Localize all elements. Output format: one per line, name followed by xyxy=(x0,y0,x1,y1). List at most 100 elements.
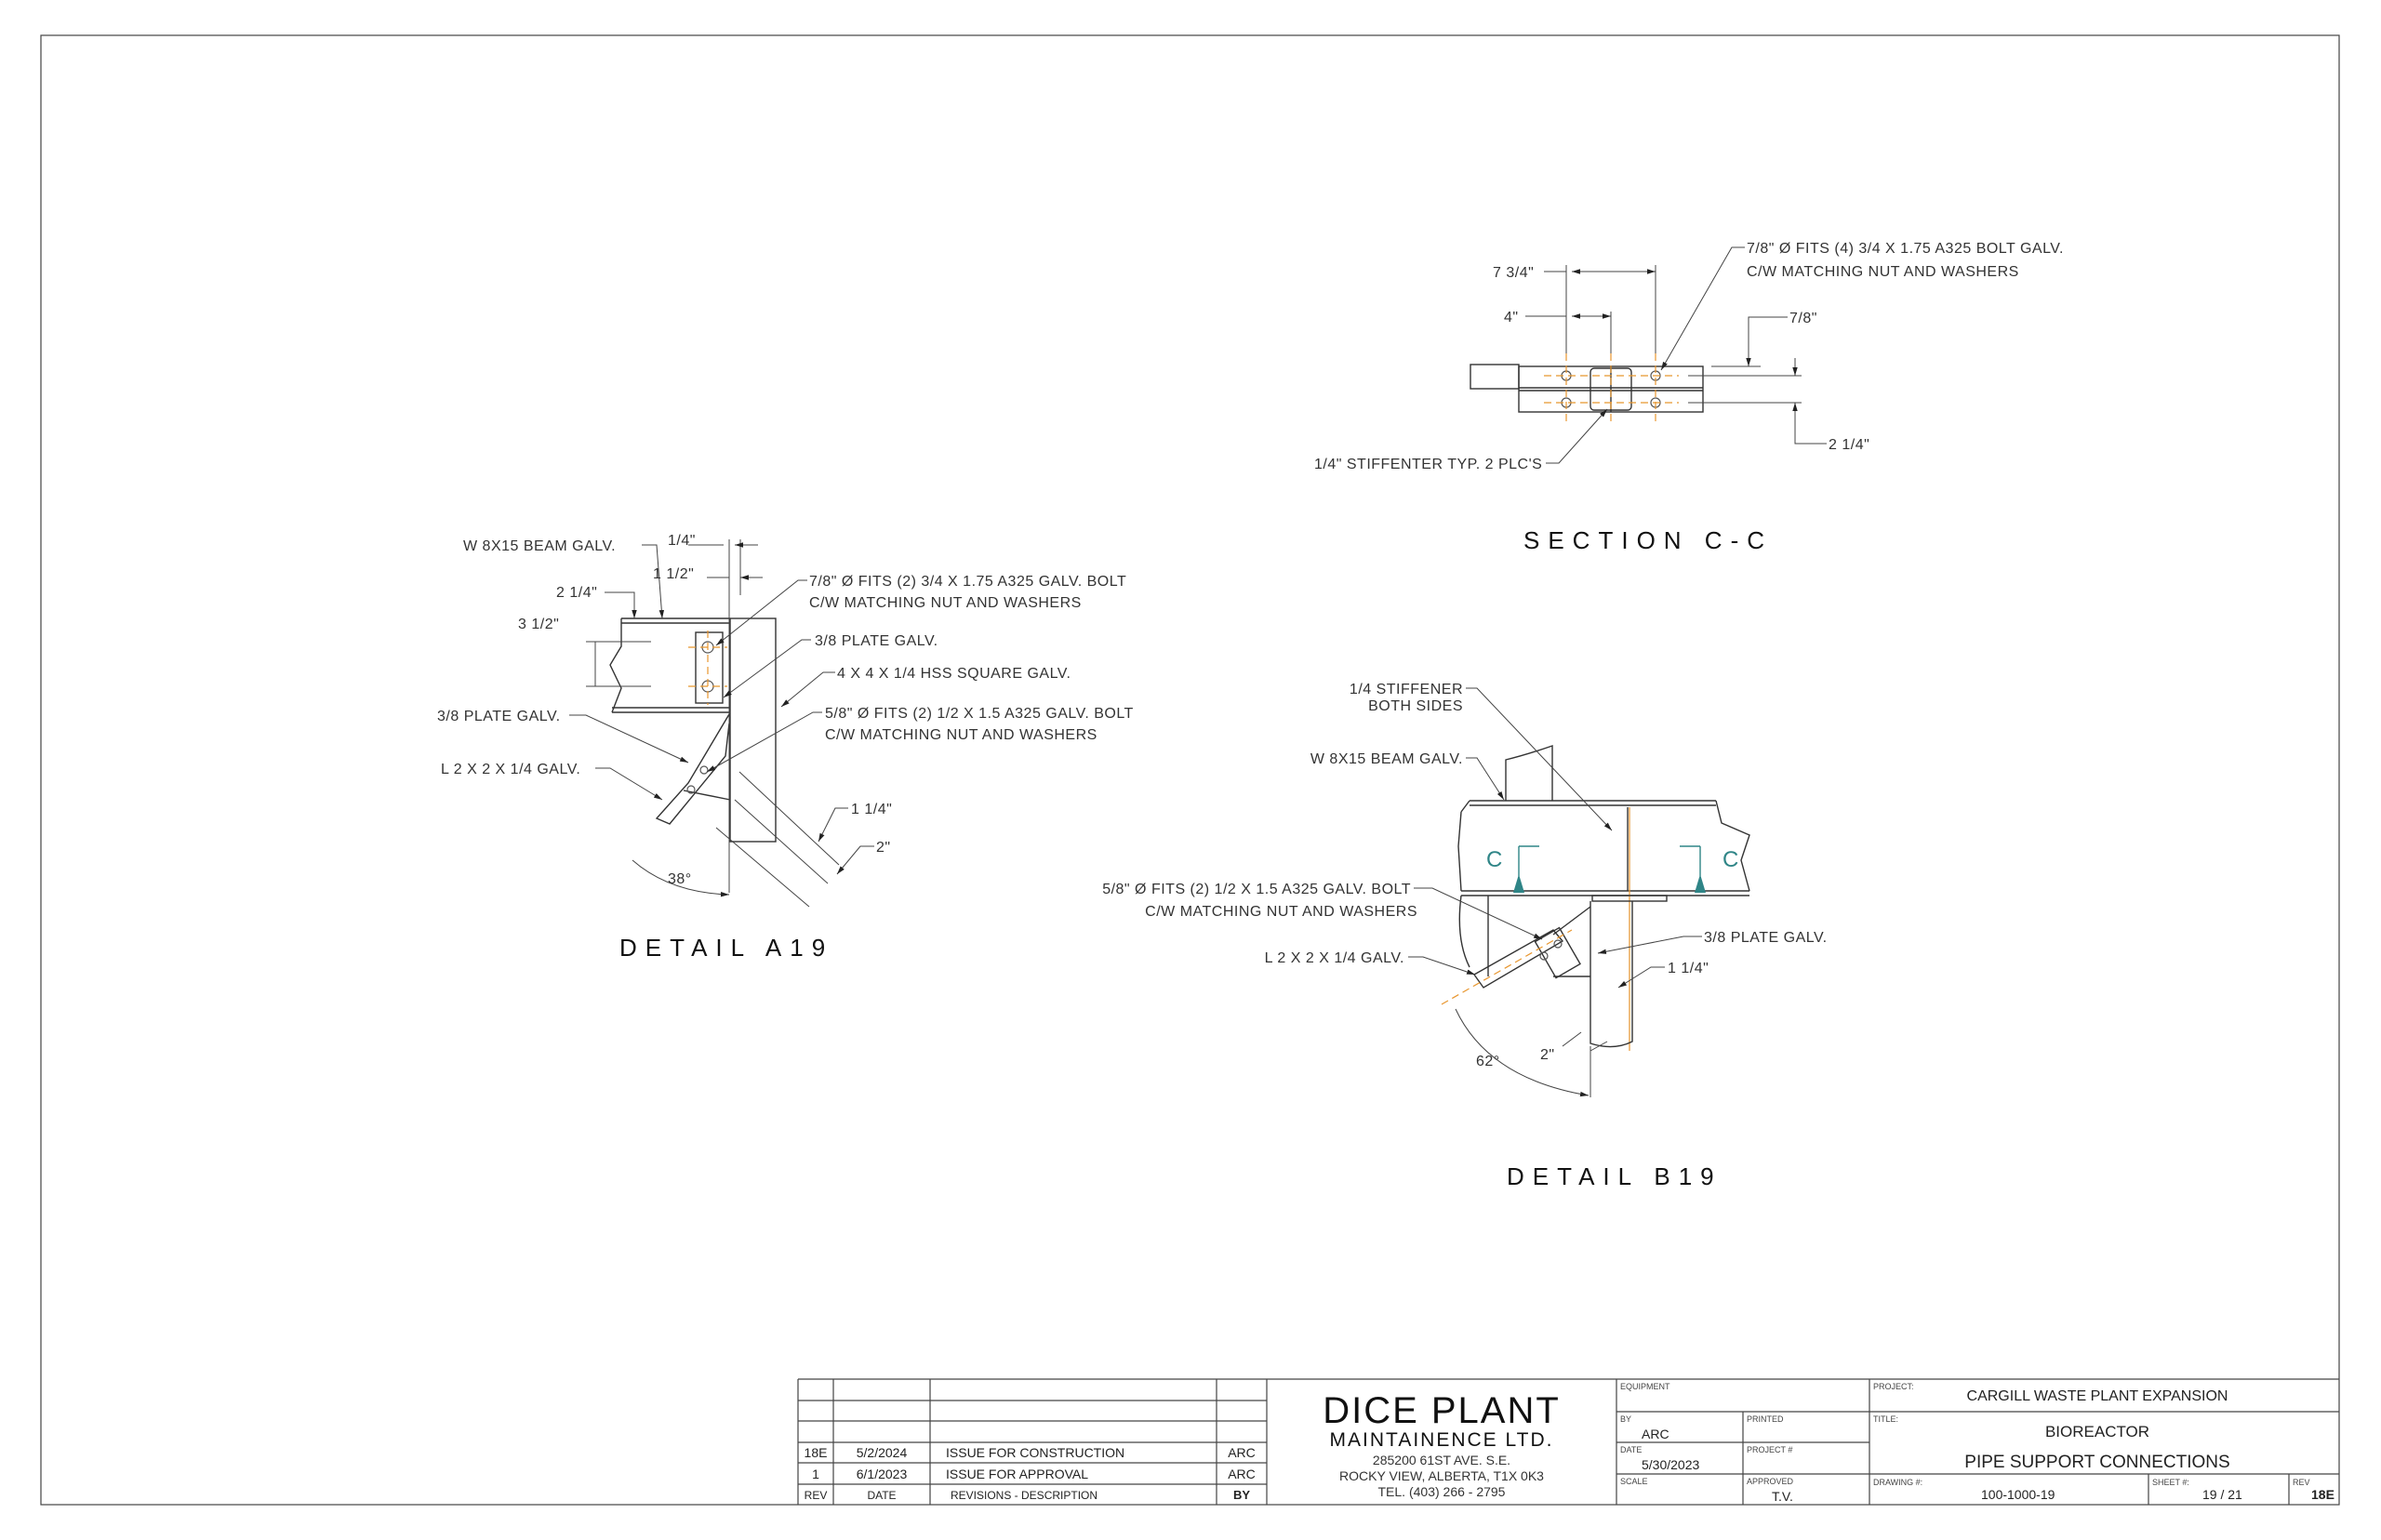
angle-label: 38° xyxy=(668,871,692,887)
label-plate: 3/8 PLATE GALV. xyxy=(815,633,938,649)
column-stub xyxy=(1590,901,1633,1048)
company-phone: TEL. (403) 266 - 2795 xyxy=(1378,1484,1506,1499)
company-logo: DICE PLANT MAINTAINENCE LTD. 285200 61ST… xyxy=(1323,1390,1559,1499)
equipment-label: EQUIPMENT xyxy=(1620,1382,1670,1391)
beam-break-line xyxy=(609,618,622,713)
title-line-2: PIPE SUPPORT CONNECTIONS xyxy=(1964,1453,2229,1472)
brace-lines xyxy=(1458,895,1591,977)
company-city: ROCKY VIEW, ALBERTA, T1X 0K3 xyxy=(1339,1468,1544,1483)
leader xyxy=(642,544,665,619)
label-bolt-top-2: C/W MATCHING NUT AND WASHERS xyxy=(809,595,1082,611)
bolt-hole xyxy=(686,785,696,794)
centerlines xyxy=(1544,353,1679,423)
label-bolt-2: C/W MATCHING NUT AND WASHERS xyxy=(1747,264,2019,280)
header-by: BY xyxy=(1233,1488,1250,1502)
printed-label: PRINTED xyxy=(1747,1414,1784,1424)
sheet-value: 19 / 21 xyxy=(2202,1487,2242,1502)
beam-break-lines xyxy=(1457,800,1750,892)
angle-arc xyxy=(1455,1008,1590,1097)
title-block-grid xyxy=(797,1378,2339,1505)
label-beam: W 8X15 BEAM GALV. xyxy=(1310,751,1463,767)
section-cc: 7 3/4" 4" 7/8" Ø FITS (4) 3/4 X 1.75 A32… xyxy=(1314,241,2063,554)
date-value: 5/30/2023 xyxy=(1642,1457,1699,1472)
leader xyxy=(1597,936,1702,954)
header-date: DATE xyxy=(867,1489,896,1502)
leader xyxy=(1660,246,1745,371)
label-stiffener-2: BOTH SIDES xyxy=(1368,698,1463,714)
centerlines xyxy=(688,631,727,705)
project-value: CARGILL WASTE PLANT EXPANSION xyxy=(1967,1388,2228,1404)
approved-value: T.V. xyxy=(1772,1489,1793,1504)
label-plate-left: 3/8 PLATE GALV. xyxy=(437,709,561,724)
bolt-hole xyxy=(1553,939,1563,949)
cap-plate xyxy=(1591,895,1668,902)
scale-label: SCALE xyxy=(1620,1477,1648,1486)
extension-lines xyxy=(1688,365,1802,404)
dim-3-1-2 xyxy=(586,641,651,687)
brace-centerline xyxy=(1441,929,1573,1005)
bolt-hole xyxy=(1539,951,1549,961)
revision-row: 18E 5/2/2024 ISSUE FOR CONSTRUCTION ARC xyxy=(805,1445,1256,1460)
dim-label: 2" xyxy=(1540,1047,1555,1063)
rev-value: 18E xyxy=(2311,1487,2334,1502)
leader xyxy=(1466,757,1505,801)
title-block: 18E 5/2/2024 ISSUE FOR CONSTRUCTION ARC … xyxy=(797,1378,2339,1505)
beam-stub xyxy=(1470,364,1520,390)
dim-label: 1 1/4" xyxy=(1668,961,1709,976)
dim-label: 2" xyxy=(876,840,891,856)
angle-arc xyxy=(632,859,730,897)
label-stiffener: 1/4" STIFFENTER TYP. 2 PLC'S xyxy=(1314,457,1542,472)
drawing-number-value: 100-1000-19 xyxy=(1981,1487,2055,1502)
revision-row: 1 6/1/2023 ISSUE FOR APPROVAL ARC xyxy=(812,1467,1256,1481)
dim-label: 2 1/4" xyxy=(556,585,597,601)
rev-cell: 1 xyxy=(812,1467,819,1481)
description-cell: ISSUE FOR CONSTRUCTION xyxy=(946,1445,1124,1460)
label-plate: 3/8 PLATE GALV. xyxy=(1704,930,1828,946)
leader xyxy=(1792,403,1827,445)
label-angle: L 2 X 2 X 1/4 GALV. xyxy=(1265,950,1404,966)
revision-header: REV DATE REVISIONS - DESCRIPTION BY xyxy=(805,1488,1251,1502)
approved-label: APPROVED xyxy=(1747,1477,1794,1486)
beam-flanges xyxy=(1461,800,1749,896)
dim-label: 1 1/4" xyxy=(851,802,892,817)
leader xyxy=(723,639,811,698)
project-number-label: PROJECT # xyxy=(1747,1445,1792,1454)
detail-b19: 1/4 STIFFENER BOTH SIDES W 8X15 BEAM GAL… xyxy=(1102,682,1827,1190)
section-cut-lines xyxy=(1518,845,1701,876)
sheet-label: SHEET #: xyxy=(2152,1478,2189,1487)
by-cell: ARC xyxy=(1228,1445,1256,1460)
section-cc-geometry xyxy=(1470,246,1827,464)
section-cc-title: SECTION C-C xyxy=(1523,526,1773,554)
dim-label: 7 3/4" xyxy=(1493,265,1534,281)
section-mark-right: C xyxy=(1723,847,1738,872)
section-mark-left: C xyxy=(1486,847,1502,872)
detail-a19: W 8X15 BEAM GALV. 1/4" 1 1/2" 2 1/4" 3 1… xyxy=(437,533,1134,962)
title-line-1: BIOREACTOR xyxy=(2045,1423,2149,1440)
label-hss: 4 X 4 X 1/4 HSS SQUARE GALV. xyxy=(837,666,1071,682)
label-bolt-low: 5/8" Ø FITS (2) 1/2 X 1.5 A325 GALV. BOL… xyxy=(825,706,1134,722)
label-angle: L 2 X 2 X 1/4 GALV. xyxy=(441,762,580,777)
by-cell: ARC xyxy=(1228,1467,1256,1481)
dim-label: 1 1/2" xyxy=(653,566,694,582)
dim-label: 7/8" xyxy=(1789,311,1817,326)
label-bolt-top: 7/8" Ø FITS (2) 3/4 X 1.75 A325 GALV. BO… xyxy=(809,574,1126,590)
bolt-hole xyxy=(699,765,709,775)
b19-geometry xyxy=(1408,687,1750,1097)
label-bolt: 5/8" Ø FITS (2) 1/2 X 1.5 A325 GALV. BOL… xyxy=(1102,882,1411,897)
header-description: REVISIONS - DESCRIPTION xyxy=(951,1489,1097,1502)
leader xyxy=(706,711,822,773)
detail-b19-title: DETAIL B19 xyxy=(1507,1162,1723,1190)
angle-brace xyxy=(655,713,731,825)
sheet-border xyxy=(40,34,2340,1506)
label-stiffener: 1/4 STIFFENER xyxy=(1350,682,1463,697)
leader xyxy=(780,671,835,708)
label-beam: W 8X15 BEAM GALV. xyxy=(463,538,616,554)
dim-lines xyxy=(715,771,840,908)
angle-label: 62° xyxy=(1476,1054,1500,1069)
beam-flanges xyxy=(612,617,729,713)
label-bolt-low-2: C/W MATCHING NUT AND WASHERS xyxy=(825,727,1097,743)
leader xyxy=(1466,687,1613,831)
header-rev: REV xyxy=(805,1489,828,1502)
leader xyxy=(836,845,874,875)
